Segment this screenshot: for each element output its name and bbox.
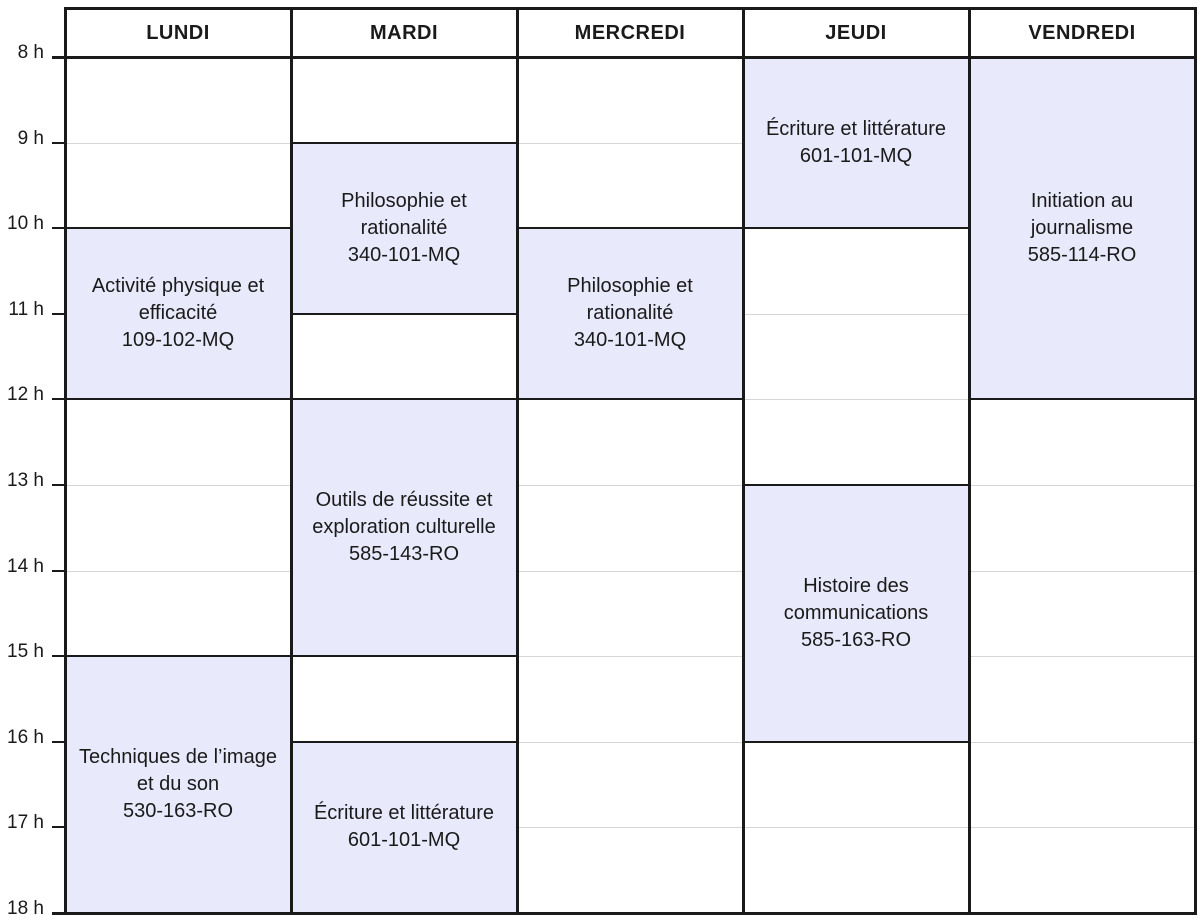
course-code: 585-143-RO xyxy=(348,543,460,566)
hour-label: 10 h xyxy=(7,213,44,235)
course-name: Écriture et littérature xyxy=(313,802,495,825)
course-name: Philosophie et rationalité xyxy=(341,189,467,239)
course-code: 340-101-MQ xyxy=(347,243,461,266)
day-header-mardi: MARDI xyxy=(369,21,439,44)
column-divider xyxy=(968,8,971,914)
course-block[interactable]: Écriture et littérature 601-101-MQ xyxy=(743,56,969,230)
course-code: 530-163-RO xyxy=(122,800,234,823)
course-name: Écriture et littérature xyxy=(765,117,947,140)
course-name: Techniques de l’image et du son xyxy=(79,746,277,796)
hour-grid-line xyxy=(65,485,1195,486)
hour-label: 11 h xyxy=(8,298,44,320)
hour-label: 12 h xyxy=(7,384,44,406)
course-name: Activité physique et efficacité xyxy=(91,275,265,325)
schedule-bottom-border xyxy=(52,912,1197,915)
column-divider xyxy=(1194,8,1197,914)
header-bottom-border xyxy=(52,56,1197,59)
hour-label: 16 h xyxy=(7,726,44,748)
column-divider xyxy=(742,8,745,914)
course-block[interactable]: Histoire des communications 585-163-RO xyxy=(743,484,969,743)
course-name: Histoire des communications xyxy=(783,574,929,624)
hour-tick xyxy=(52,227,66,230)
course-name: Philosophie et rationalité xyxy=(567,275,693,325)
course-block[interactable]: Outils de réussite et exploration cultur… xyxy=(291,398,517,658)
course-block[interactable]: Philosophie et rationalité 340-101-MQ xyxy=(517,227,743,401)
day-header-vendredi: VENDREDI xyxy=(1028,21,1136,44)
hour-grid-line xyxy=(65,827,1195,828)
course-code: 601-101-MQ xyxy=(347,829,461,852)
hour-tick xyxy=(52,826,66,829)
hour-grid-line xyxy=(65,656,1195,657)
hour-grid-line xyxy=(65,571,1195,572)
day-header-mercredi: MERCREDI xyxy=(574,21,686,44)
hour-tick xyxy=(52,484,66,486)
hour-tick xyxy=(52,740,66,743)
course-code: 585-163-RO xyxy=(800,628,912,651)
hour-grid-line xyxy=(65,742,1195,743)
day-header-jeudi: JEUDI xyxy=(825,21,887,44)
header-top-border xyxy=(64,7,1197,10)
hour-tick xyxy=(52,141,66,144)
hour-label: 18 h xyxy=(7,898,44,919)
course-block[interactable]: Initiation au journalisme 585-114-RO xyxy=(969,56,1195,401)
column-divider xyxy=(290,8,293,914)
course-code: 585-114-RO xyxy=(1027,243,1137,266)
hour-tick xyxy=(52,655,66,658)
hour-label: 8 h xyxy=(17,42,44,63)
course-code: 340-101-MQ xyxy=(573,329,687,352)
hour-label: 9 h xyxy=(17,127,44,149)
course-block[interactable]: Philosophie et rationalité 340-101-MQ xyxy=(291,141,517,315)
hour-label: 13 h xyxy=(7,470,44,491)
column-divider xyxy=(516,8,519,914)
course-code: 109-102-MQ xyxy=(121,329,235,352)
hour-tick xyxy=(52,569,66,572)
hour-grid-line xyxy=(65,143,1195,144)
course-block[interactable]: Écriture et littérature 601-101-MQ xyxy=(291,740,517,914)
hour-label: 15 h xyxy=(7,641,44,663)
course-name: Outils de réussite et exploration cultur… xyxy=(312,489,496,539)
hour-tick xyxy=(52,312,66,315)
hour-label: 17 h xyxy=(7,812,44,834)
hour-label: 14 h xyxy=(7,555,44,577)
course-name: Initiation au journalisme xyxy=(1030,189,1134,239)
day-header-lundi: LUNDI xyxy=(146,21,210,44)
course-code: 601-101-MQ xyxy=(799,144,913,167)
column-divider xyxy=(64,8,67,914)
hour-tick xyxy=(52,398,66,401)
course-block[interactable]: Activité physique et efficacité 109-102-M… xyxy=(65,227,291,401)
course-block[interactable]: Techniques de l’image et du son 530-163-R… xyxy=(65,655,291,914)
